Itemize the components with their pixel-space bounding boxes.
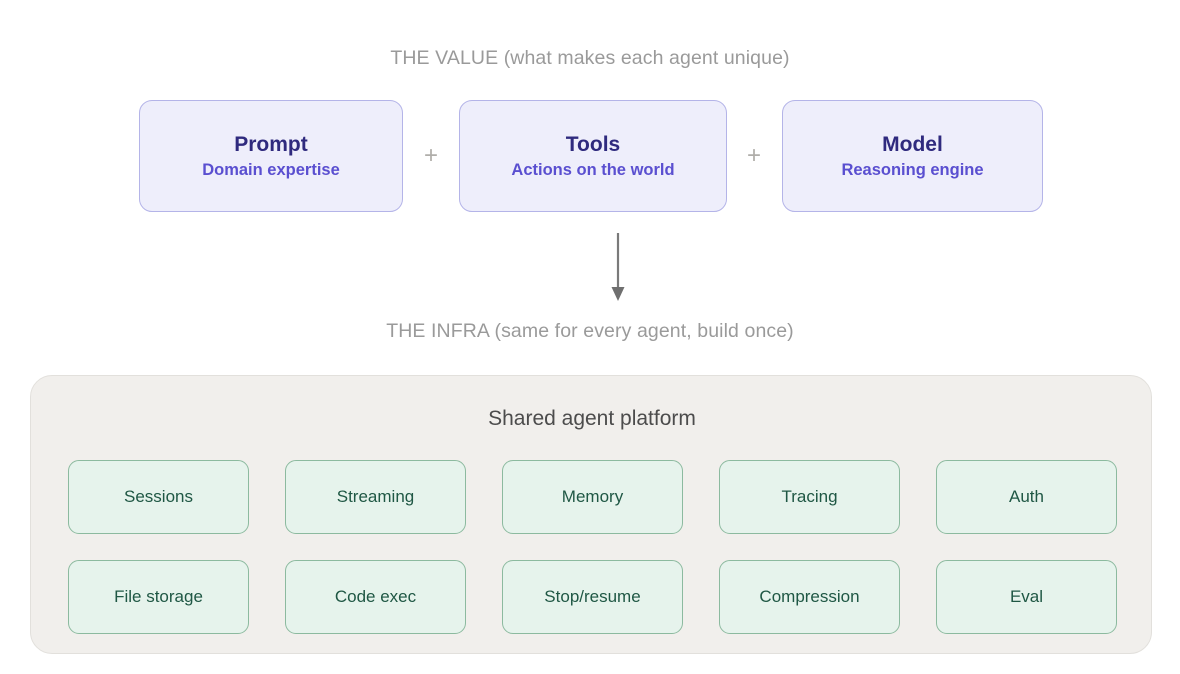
value-card-prompt[interactable]: Prompt Domain expertise [139, 100, 403, 212]
plus-icon-2: + [746, 142, 761, 169]
platform-tile[interactable]: Stop/resume [502, 560, 683, 634]
platform-tile[interactable]: Compression [719, 560, 900, 634]
value-card-tools-title: Tools [565, 132, 621, 156]
value-section-caption: THE VALUE (what makes each agent unique) [390, 47, 790, 69]
platform-tile[interactable]: Eval [936, 560, 1117, 634]
down-arrow-icon [611, 233, 625, 301]
value-card-prompt-subtitle: Domain expertise [202, 160, 340, 179]
platform-tile[interactable]: Tracing [719, 460, 900, 534]
value-card-prompt-title: Prompt [234, 132, 308, 156]
platform-tile[interactable]: Code exec [285, 560, 466, 634]
value-card-tools-subtitle: Actions on the world [511, 160, 675, 179]
value-cards-row: Prompt Domain expertise + Tools Actions … [139, 100, 1043, 212]
platform-tile[interactable]: File storage [68, 560, 249, 634]
plus-icon-1: + [423, 142, 438, 169]
value-card-model-title: Model [882, 132, 943, 156]
value-card-model[interactable]: Model Reasoning engine [782, 100, 1043, 212]
platform-tile[interactable]: Memory [502, 460, 683, 534]
platform-tile-grid: Sessions Streaming Memory Tracing Auth F… [68, 460, 1117, 634]
value-card-model-subtitle: Reasoning engine [841, 160, 984, 179]
platform-tile[interactable]: Auth [936, 460, 1117, 534]
infra-section-caption: THE INFRA (same for every agent, build o… [386, 320, 794, 342]
shared-agent-platform-container: Shared agent platform Sessions Streaming… [30, 375, 1152, 654]
platform-tile[interactable]: Streaming [285, 460, 466, 534]
platform-tile[interactable]: Sessions [68, 460, 249, 534]
platform-title: Shared agent platform [488, 407, 696, 430]
value-card-tools[interactable]: Tools Actions on the world [459, 100, 727, 212]
